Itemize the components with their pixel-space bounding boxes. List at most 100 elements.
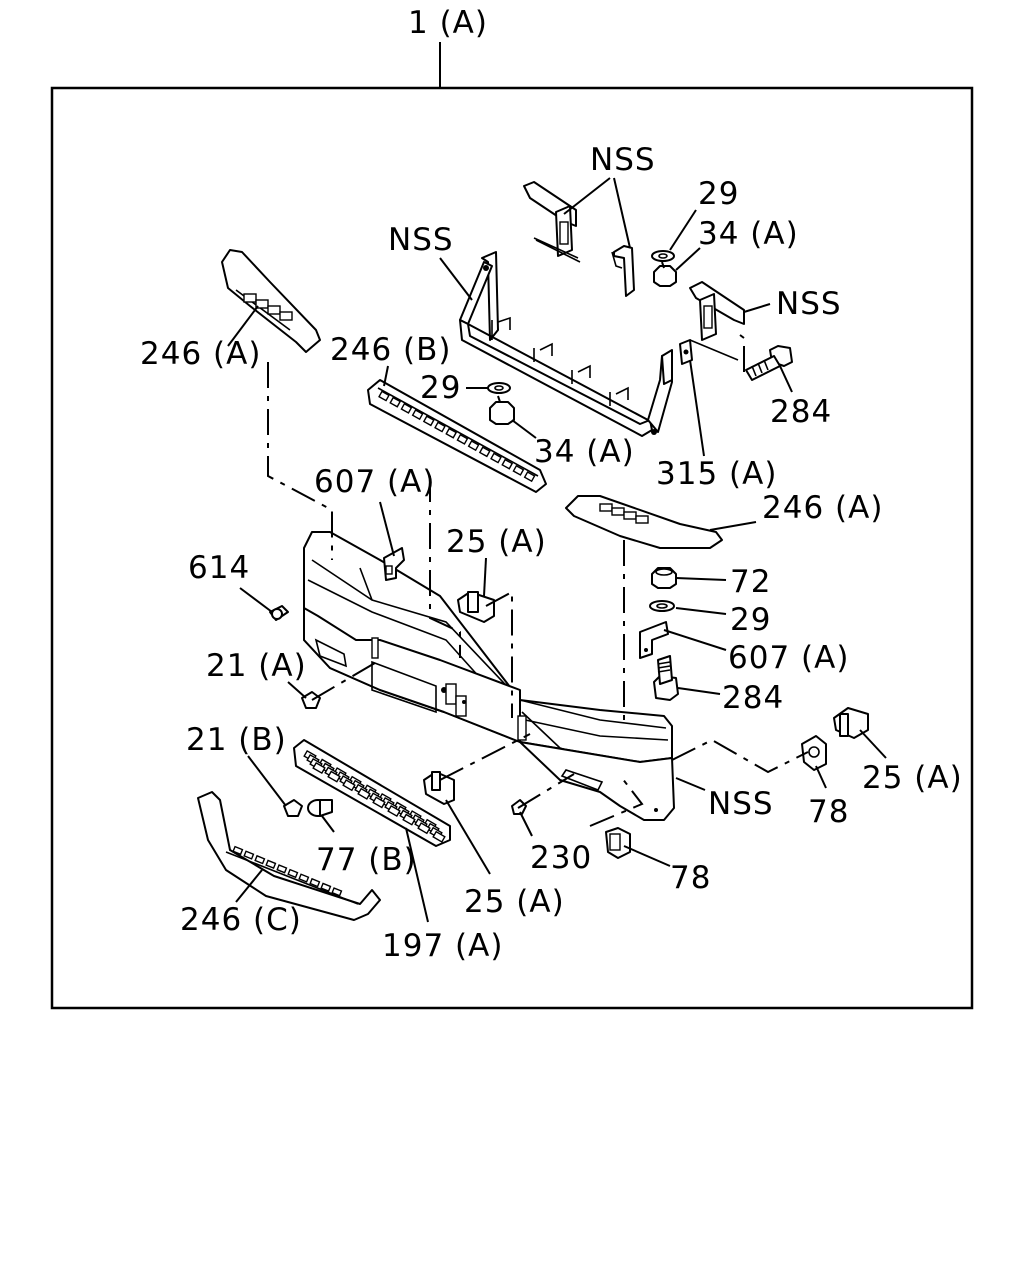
label-607a-right: 607 (A) [728,640,849,676]
leader-614 [239,587,273,613]
leader-284-bottom [677,687,721,695]
bolt-284-top [745,345,793,381]
label-246c: 246 (C) [180,902,302,938]
label-78-bottom: 78 [670,860,711,896]
rivet-77b [307,799,333,817]
upper-bracket-middle [611,245,635,297]
leader-21a [287,681,307,699]
label-284-top: 284 [770,394,832,430]
label-29-right: 29 [730,602,771,638]
label-246a-right: 246 (A) [762,490,883,526]
washer-29-top [651,250,675,262]
relation-line-246a-left [267,362,333,560]
leader-34a-mid [511,419,537,439]
relation-line-29-mid [497,395,501,403]
garnish-246a-left [221,249,321,353]
relation-line-21a [311,659,381,701]
leader-77b [321,815,335,833]
lower-grille-197a [293,739,451,847]
leader-197a [405,827,429,923]
clip-25a-center [457,591,495,623]
relation-line-284-top [735,331,745,372]
nut-21b [283,799,303,817]
leader-78-right [815,765,827,789]
label-21a: 21 (A) [206,648,307,684]
leader-25a-far-right [859,729,887,759]
relation-line-25a-center [485,590,513,718]
leader-78-bottom [623,845,671,867]
diagram-frame [50,86,974,1010]
label-29-mid: 29 [420,370,461,406]
label-29-top: 29 [698,176,739,212]
label-607a-left: 607 (A) [314,464,435,500]
label-78-right: 78 [808,794,849,830]
leader-34a-top [675,247,701,271]
label-25a-bottom: 25 (A) [464,884,565,920]
leader-29-right [675,607,727,615]
label-nss-top: NSS [590,142,656,178]
relation-line-25a-bottom [439,733,531,781]
bracket-607a-right [639,621,669,659]
leader-284-top [779,365,793,393]
clip-25a-bottom [423,771,455,805]
grille-strip-246b [367,379,547,493]
label-77b: 77 (B) [316,842,417,878]
leader-246a-right [709,521,757,531]
nut-34a-mid [489,401,515,425]
label-nss-left: NSS [388,222,454,258]
label-197a: 197 (A) [382,928,503,964]
leader-72 [675,577,727,581]
label-246a-left: 246 (A) [140,336,261,372]
leader-nss-left [439,257,473,301]
washer-29-right [649,600,675,612]
leader-nss-top [563,177,631,249]
relation-line-246b [429,476,461,658]
label-nss-right: NSS [776,286,842,322]
bracket-315a [679,339,693,365]
leader-25a-center [483,557,487,597]
label-246b: 246 (B) [330,332,451,368]
label-assembly: 1 (A) [408,5,488,41]
label-21b: 21 (B) [186,722,287,758]
label-230: 230 [530,840,592,876]
lower-strip-246c [197,791,381,921]
label-284-bottom: 284 [722,680,784,716]
nut-21a [301,691,321,709]
upper-bracket-frame [459,251,673,437]
bumper-body [303,531,675,821]
label-nss-bottom: NSS [708,786,774,822]
leader-246a-left [227,305,259,347]
upper-bracket-left [523,181,581,263]
leader-25a-bottom [445,799,491,875]
relation-line-78-bottom [589,777,644,827]
leader-230 [519,811,533,837]
washer-29-mid [487,382,511,394]
label-25a-center: 25 (A) [446,524,547,560]
garnish-246a-right [565,495,723,549]
label-34a-top: 34 (A) [698,216,799,252]
bracket-607a-left [383,547,405,581]
clip-78-bottom [605,827,631,859]
leader-nss-bottom [675,777,706,791]
nut-34a-top [653,265,677,287]
relation-line-230 [517,773,575,809]
nut-72 [651,567,677,589]
leader-nss-right [743,303,771,313]
clip-78-right [801,735,827,771]
label-72: 72 [730,564,771,600]
leader-246c [235,869,263,903]
leader-21b [247,755,287,807]
leader-607a-left [379,501,395,557]
label-315a: 315 (A) [656,456,777,492]
leader-607a-right [663,629,727,651]
leader-29-top [669,209,697,251]
bolt-284-bottom [653,655,679,701]
relation-line-78-right [671,738,809,774]
leader-246b [383,365,389,387]
relation-line-29-top [661,261,665,269]
leader-315a [689,359,705,457]
label-614: 614 [188,550,250,586]
clip-614 [269,605,289,621]
upper-bracket-right [689,281,745,361]
